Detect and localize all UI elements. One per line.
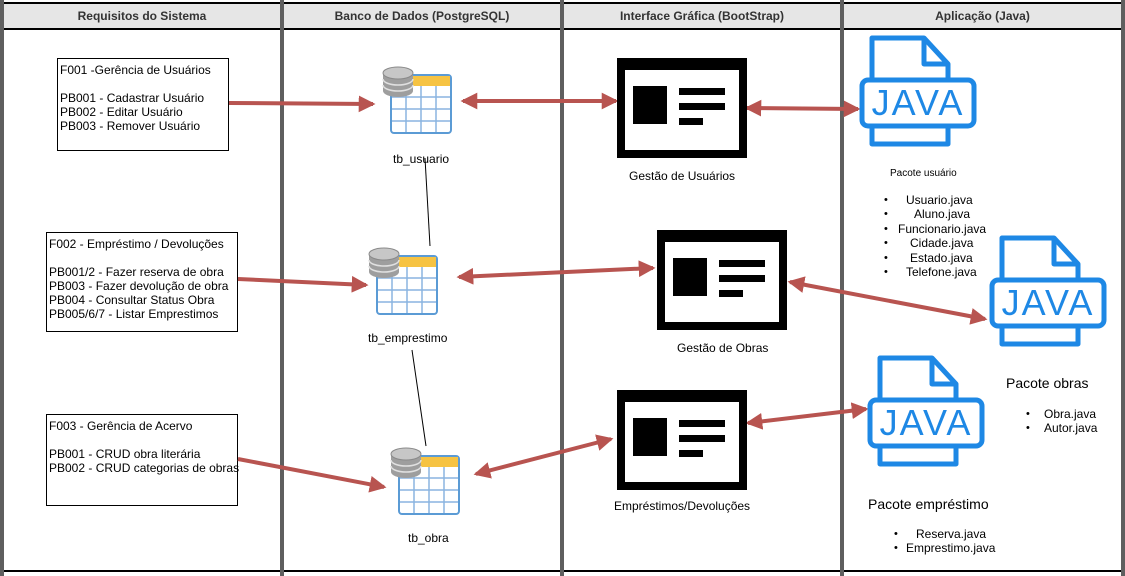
package-file: Telefone.java	[884, 265, 986, 280]
screen-label-gestao-usuarios: Gestão de Usuários	[629, 169, 736, 183]
package-file: Autor.java	[1026, 421, 1097, 436]
requirement-box-f002[interactable]: F002 - Empréstimo / Devoluções PB001/2 -…	[46, 232, 238, 332]
requirement-item: PB004 - Consultar Status Obra	[49, 293, 215, 307]
java-icon-text: JAVA	[872, 82, 965, 123]
requirement-title: F001 -Gerência de Usuários	[60, 63, 211, 77]
package-emprestimo: Pacote empréstimo Reserva.java Emprestim…	[866, 496, 1016, 558]
lane-header-interface: Interface Gráfica (BootStrap)	[564, 4, 840, 30]
java-icon-text: JAVA	[880, 402, 973, 443]
requirement-item: PB001/2 - Fazer reserva de obra	[49, 265, 224, 279]
requirement-item: PB003 - Remover Usuário	[60, 119, 201, 133]
screen-label-gestao-obras: Gestão de Obras	[677, 341, 769, 355]
screen-icon	[617, 390, 747, 490]
package-title: Pacote empréstimo	[868, 496, 989, 512]
java-icon-text: JAVA	[1002, 282, 1095, 323]
package-file: Emprestimo.java	[894, 541, 995, 556]
package-file-list: Obra.java Autor.java	[1026, 407, 1097, 436]
arrow-gestao-obras-java	[787, 276, 988, 325]
lane-header-aplicacao: Aplicação (Java)	[844, 4, 1121, 30]
table-label-tb-usuario: tb_usuario	[393, 152, 450, 166]
screen-label-emprestimos: Empréstimos/Devoluções	[614, 499, 751, 513]
arrow-tb-obra-emprestimos	[473, 434, 614, 479]
table-label-tb-obra: tb_obra	[408, 531, 449, 545]
screen-icon	[617, 58, 747, 158]
relation-line	[411, 349, 427, 447]
arrow-f003-to-tb-obra	[237, 457, 387, 493]
lane-separator	[280, 0, 284, 576]
java-file-icon: JAVA	[862, 38, 974, 144]
requirement-item: PB003 - Fazer devolução de obra	[49, 279, 229, 293]
requirement-item: PB001 - CRUD obra literária	[49, 447, 201, 461]
screen-icon	[657, 230, 787, 330]
lane-separator	[1121, 0, 1125, 576]
arrow-f002-to-tb-emprestimo	[237, 275, 369, 293]
table-label-tb-emprestimo: tb_emprestimo	[368, 331, 448, 345]
package-usuario: Pacote usuário Usuario.java Aluno.java F…	[870, 168, 1000, 280]
lane-header-banco-dados: Banco de Dados (PostgreSQL)	[284, 4, 560, 30]
package-obras: Pacote obras Obra.java Autor.java	[1004, 375, 1114, 436]
package-file: Obra.java	[1026, 407, 1097, 422]
lane-separator	[0, 0, 4, 576]
requirement-item: PB005/6/7 - Listar Emprestimos	[49, 307, 219, 321]
package-file-list: Reserva.java Emprestimo.java	[894, 527, 995, 556]
java-file-icon: JAVA	[870, 358, 982, 464]
package-file: Usuario.java	[884, 193, 986, 208]
package-file: Funcionario.java	[884, 222, 986, 237]
arrow-f001-to-tb-usuario	[228, 95, 376, 113]
package-file: Reserva.java	[894, 527, 995, 542]
requirement-item: PB002 - CRUD categorias de obras	[49, 461, 240, 475]
package-file-list: Usuario.java Aluno.java Funcionario.java…	[884, 193, 986, 280]
requirement-item: PB001 - Cadastrar Usuário	[60, 91, 205, 105]
lane-header-requisitos: Requisitos do Sistema	[4, 4, 280, 30]
arrow-gestao-usuarios-java	[744, 99, 861, 118]
lane-separator	[560, 0, 564, 576]
arrow-tb-emprestimo-gestao-obras	[456, 260, 656, 285]
requirement-box-f001[interactable]: F001 -Gerência de Usuários PB001 - Cadas…	[57, 58, 229, 151]
package-file: Estado.java	[884, 251, 986, 266]
database-table-icon	[390, 447, 460, 515]
java-file-icon: JAVA	[992, 238, 1104, 344]
package-file: Aluno.java	[884, 207, 986, 222]
requirement-item: PB002 - Editar Usuário	[60, 105, 183, 119]
requirement-title: F002 - Empréstimo / Devoluções	[49, 237, 224, 251]
package-title: Pacote obras	[1006, 375, 1089, 391]
arrow-emprestimos-java	[745, 402, 869, 430]
relation-line	[424, 157, 431, 247]
package-file: Cidade.java	[884, 236, 986, 251]
package-title: Pacote usuário	[890, 168, 957, 179]
database-table-icon	[368, 247, 438, 315]
requirement-title: F003 - Gerência de Acervo	[49, 419, 193, 433]
database-table-icon	[382, 66, 452, 134]
requirement-box-f003[interactable]: F003 - Gerência de Acervo PB001 - CRUD o…	[46, 414, 240, 506]
